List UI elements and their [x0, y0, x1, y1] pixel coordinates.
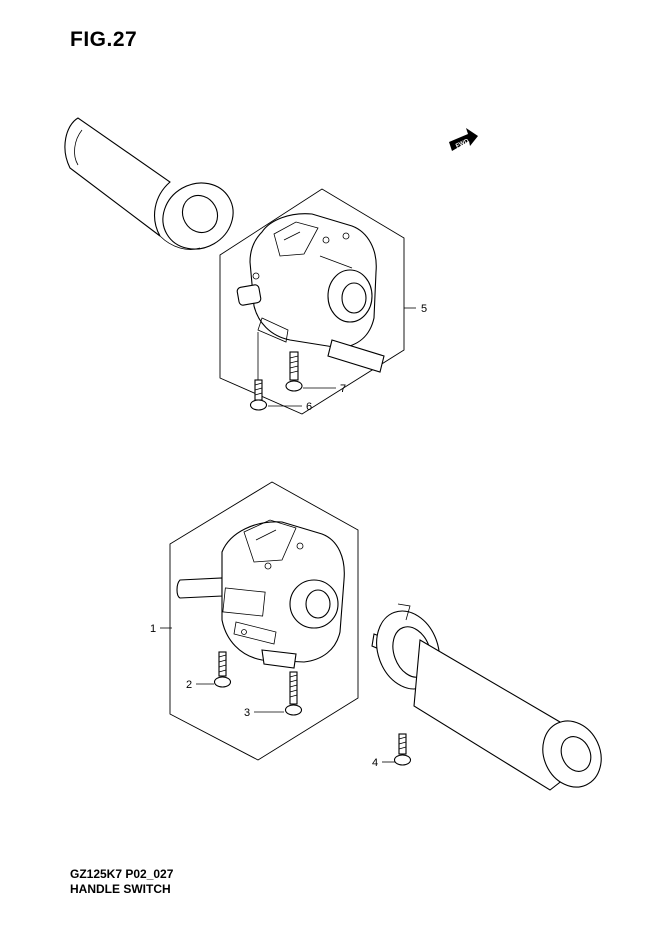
figure-footer: GZ125K7 P02_027 HANDLE SWITCH — [70, 867, 173, 897]
screw-7-illustration — [257, 332, 303, 392]
callout-number-5: 5 — [421, 303, 427, 315]
left-switch-group-frame — [169, 481, 359, 761]
callout-number-2: 2 — [186, 679, 192, 691]
screw-6-illustration — [249, 379, 268, 411]
right-handle-switch-illustration — [236, 213, 385, 373]
screw-2-illustration — [213, 651, 232, 688]
screw-3-illustration — [284, 671, 303, 716]
forward-arrow-icon: FWD — [449, 128, 478, 151]
figure-caption: HANDLE SWITCH — [70, 882, 171, 896]
model-code: GZ125K7 P02_027 — [70, 867, 174, 881]
screw-4-illustration — [393, 733, 412, 766]
callout-number-1: 1 — [150, 623, 156, 635]
callout-number-6: 6 — [306, 401, 312, 413]
callout-number-7: 7 — [340, 383, 346, 395]
callout-number-4: 4 — [372, 757, 378, 769]
callout-number-3: 3 — [244, 707, 250, 719]
forward-label: FWD — [455, 138, 471, 149]
figure-title: FIG.27 — [70, 28, 138, 51]
right-switch-group-frame — [219, 188, 405, 415]
left-handle-switch-illustration — [176, 519, 345, 669]
left-grip-illustration — [64, 117, 234, 250]
right-grip-illustration — [371, 603, 602, 791]
